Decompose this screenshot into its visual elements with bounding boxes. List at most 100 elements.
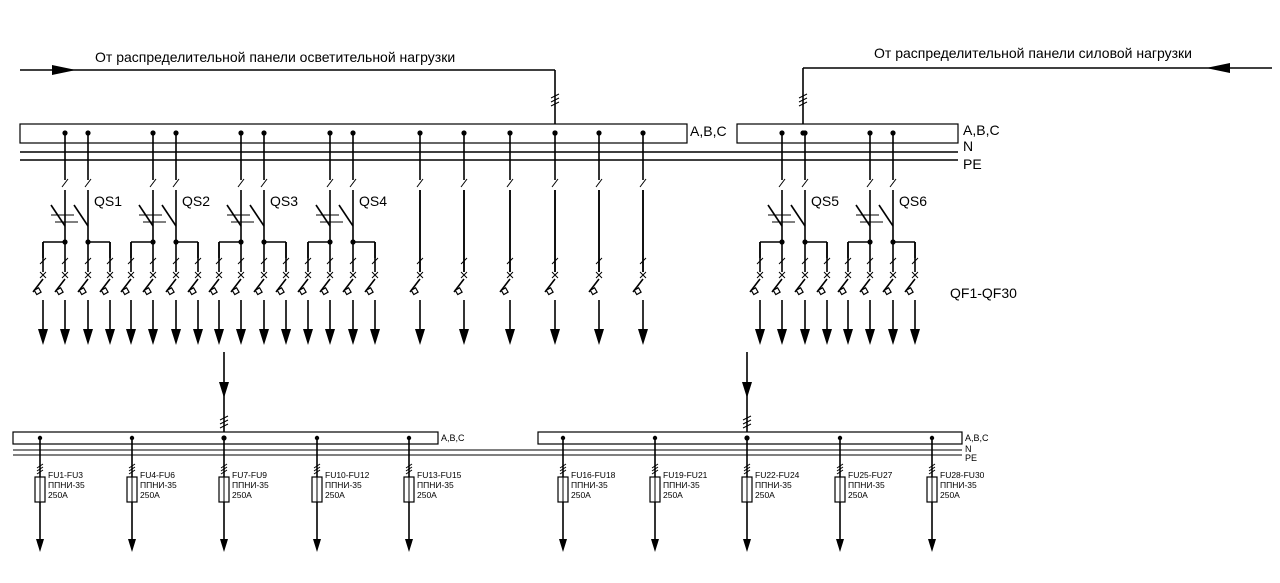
disconnector-tick xyxy=(349,178,357,188)
disconnector-tick xyxy=(149,178,157,188)
breaker-tick xyxy=(801,257,809,265)
three-phase-tick xyxy=(743,463,751,469)
arrowhead xyxy=(405,539,413,552)
arrowhead xyxy=(651,539,659,552)
three-phase-tick xyxy=(743,469,751,475)
three-phase-tick xyxy=(742,419,752,425)
three-phase-tick xyxy=(743,466,751,472)
arrowhead xyxy=(638,329,648,345)
breakers xyxy=(32,130,920,345)
arrowhead xyxy=(128,539,136,552)
disconnector-tick xyxy=(84,178,92,188)
breaker-tick xyxy=(756,257,764,265)
three-phase-tick xyxy=(405,463,413,469)
breaker-tick xyxy=(371,257,379,265)
feed-power-label: От распределительной панели силовой нагр… xyxy=(874,45,1192,61)
three-phase-tick xyxy=(220,463,228,469)
lower-left-phase-label: A,B,C xyxy=(441,433,465,443)
breaker-tick xyxy=(194,257,202,265)
lower-neutral-label: N xyxy=(965,444,972,454)
fuse-id: FU16-FU18 xyxy=(571,470,616,480)
thermal-element xyxy=(254,286,263,296)
arrowhead xyxy=(836,539,844,552)
switch-group-5: QS5 xyxy=(759,130,839,258)
breaker-cross xyxy=(304,271,312,279)
breaker-4 xyxy=(99,242,115,345)
disconnector-tick xyxy=(889,178,897,188)
breaker-1 xyxy=(32,242,48,345)
three-phase-tick xyxy=(128,463,136,469)
disconnector-tick xyxy=(460,178,468,188)
disconnector-tick xyxy=(595,178,603,188)
fuse-id: FU1-FU3 xyxy=(48,470,83,480)
breaker-cross xyxy=(39,271,47,279)
three-phase-tick xyxy=(36,463,44,469)
breaker-cross xyxy=(801,271,809,279)
three-phase-tick xyxy=(550,101,560,107)
fuse-rating: 250A xyxy=(755,490,775,500)
breaker-tick xyxy=(639,257,647,265)
arrowhead xyxy=(60,329,70,345)
breaker-9 xyxy=(208,242,224,345)
fuse-type: ППНИ-35 xyxy=(755,480,792,490)
switch-group-4: QS4 xyxy=(307,130,387,258)
breaker-20 xyxy=(816,242,832,345)
fuse-type: ППНИ-35 xyxy=(663,480,700,490)
breaker-15 xyxy=(342,242,358,345)
arrowhead xyxy=(800,329,810,345)
switch-label: QS5 xyxy=(811,193,839,209)
fuse-id: FU28-FU30 xyxy=(940,470,985,480)
breaker-direct-5 xyxy=(588,190,604,345)
switch-blade xyxy=(878,204,894,227)
three-phase-tick xyxy=(219,419,229,425)
disconnector-tick xyxy=(866,178,874,188)
fuse-type: ППНИ-35 xyxy=(417,480,454,490)
breaker-tick xyxy=(149,257,157,265)
breaker-21 xyxy=(837,242,853,345)
breaker-tick xyxy=(237,257,245,265)
thermal-element xyxy=(633,286,642,296)
breaker-tick xyxy=(304,257,312,265)
lower-right-phase-label: A,B,C xyxy=(965,433,989,443)
three-phase-tick xyxy=(798,93,808,99)
fuse-rating: 250A xyxy=(325,490,345,500)
thermal-element xyxy=(188,286,197,296)
switch-label: QS4 xyxy=(359,193,387,209)
lower-bus-right xyxy=(537,431,963,445)
fuse-id: FU7-FU9 xyxy=(232,470,267,480)
three-phase-tick xyxy=(742,415,752,421)
feed-lighting: От распределительной панели осветительно… xyxy=(20,49,556,134)
three-phase-tick xyxy=(550,93,560,99)
thermal-element xyxy=(817,286,826,296)
breaker-5 xyxy=(120,242,136,345)
feed-power: От распределительной панели силовой нагр… xyxy=(802,45,1272,134)
three-phase-tick xyxy=(836,469,844,475)
breaker-cross xyxy=(823,271,831,279)
breaker-7 xyxy=(165,242,181,345)
three-phase-tick xyxy=(798,101,808,107)
thermal-element xyxy=(500,286,509,296)
switch-label: QS3 xyxy=(270,193,298,209)
breakers-label: QF1-QF30 xyxy=(950,285,1017,301)
breaker-tick xyxy=(61,257,69,265)
breaker-tick xyxy=(778,257,786,265)
breaker-cross xyxy=(460,271,468,279)
breaker-cross xyxy=(194,271,202,279)
breaker-tick xyxy=(595,257,603,265)
breaker-16 xyxy=(364,242,380,345)
upper-left-phase-label: A,B,C xyxy=(690,123,727,139)
thermal-element xyxy=(410,286,419,296)
breaker-cross xyxy=(889,271,897,279)
lower-pe-label: PE xyxy=(965,453,977,463)
three-phase-tick xyxy=(559,469,567,475)
thermal-element xyxy=(454,286,463,296)
arrowhead xyxy=(220,539,228,552)
breaker-cross xyxy=(595,271,603,279)
disconnector-tick xyxy=(639,178,647,188)
breaker-tick xyxy=(106,257,114,265)
breaker-cross xyxy=(84,271,92,279)
breaker-17 xyxy=(749,242,765,345)
